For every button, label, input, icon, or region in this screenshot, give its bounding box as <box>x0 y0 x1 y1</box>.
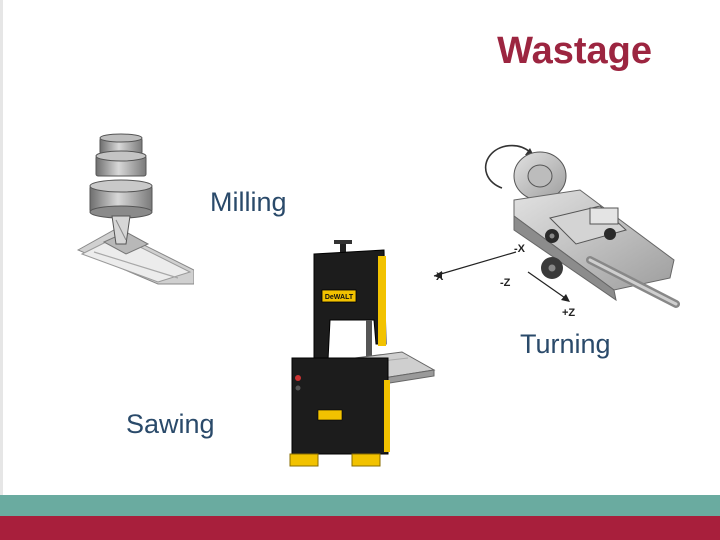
milling-illustration <box>76 133 194 285</box>
axis-label-neg-z: -Z <box>500 277 511 289</box>
bandsaw-illustration: DeWALT <box>289 240 436 467</box>
turning-caption: Turning <box>520 329 611 359</box>
sawing-caption: Sawing <box>126 409 215 439</box>
footer-band-red <box>0 516 720 540</box>
lathe-illustration: -X X -Z +Z <box>433 144 680 319</box>
milling-caption: Milling <box>210 187 287 217</box>
footer-band-teal <box>0 495 720 516</box>
axis-label-neg-x: -X <box>514 243 526 255</box>
saw-brand-label: DeWALT <box>325 294 354 301</box>
slide-edge <box>0 0 3 495</box>
slide-title: Wastage <box>497 30 652 72</box>
axis-label-x: X <box>436 271 444 283</box>
axis-label-pos-z: +Z <box>562 307 575 319</box>
